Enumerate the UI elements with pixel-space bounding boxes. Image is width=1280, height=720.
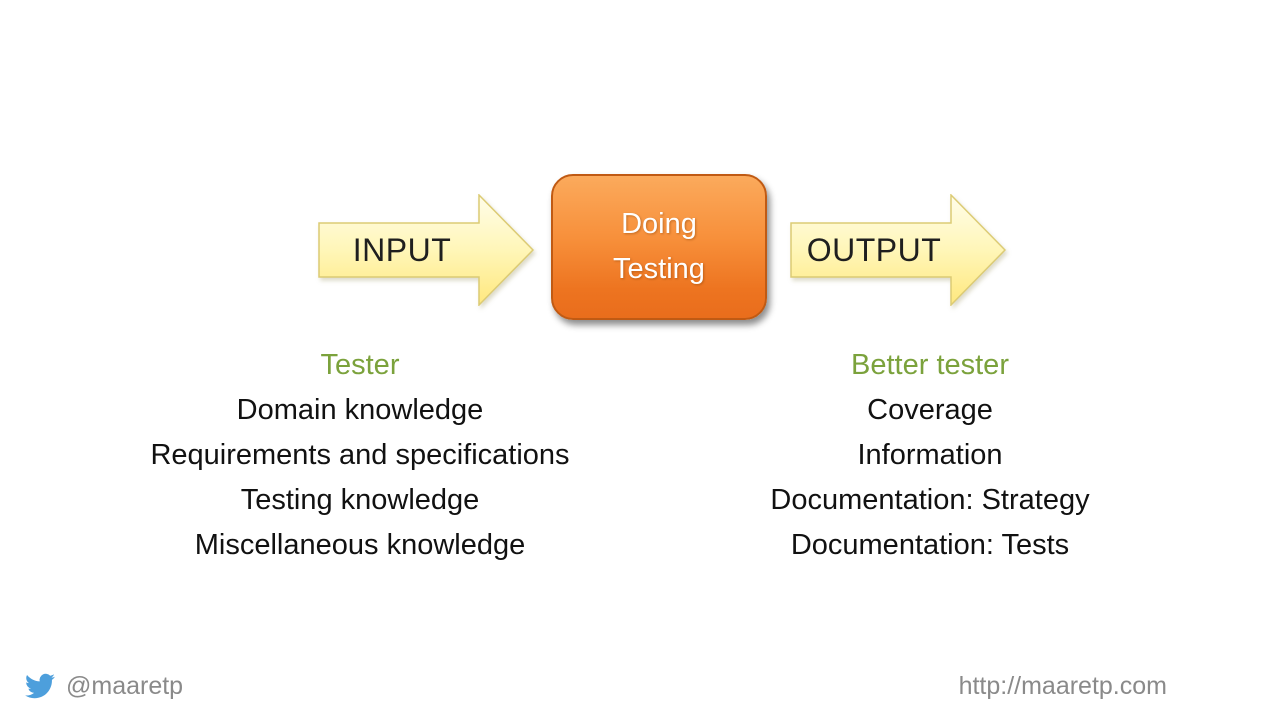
process-box: Doing Testing	[551, 174, 767, 320]
list-item: Domain knowledge	[236, 394, 484, 426]
input-arrow	[318, 194, 534, 306]
output-arrow	[790, 194, 1006, 306]
list-item: Miscellaneous knowledge	[194, 529, 526, 561]
website-url: http://maaretp.com	[958, 672, 1167, 700]
twitter-handle: @maaretp	[66, 672, 184, 700]
process-box-line1: Doing	[621, 208, 697, 240]
input-list-title: Tester	[320, 349, 400, 381]
output-list: Better tester Coverage Information Docum…	[610, 343, 1250, 568]
twitter-icon	[25, 673, 55, 699]
process-box-line2: Testing	[613, 253, 705, 285]
list-item: Documentation: Strategy	[770, 484, 1090, 516]
list-item: Coverage	[867, 394, 993, 426]
input-arrow-label: INPUT	[352, 231, 452, 268]
input-list: Tester Domain knowledge Requirements and…	[40, 343, 680, 568]
output-arrow-label: OUTPUT	[806, 231, 942, 268]
list-item: Testing knowledge	[240, 484, 480, 516]
list-item: Requirements and specifications	[150, 439, 570, 471]
list-item: Documentation: Tests	[790, 529, 1070, 561]
list-item: Information	[857, 439, 1003, 471]
output-list-title: Better tester	[851, 349, 1009, 381]
